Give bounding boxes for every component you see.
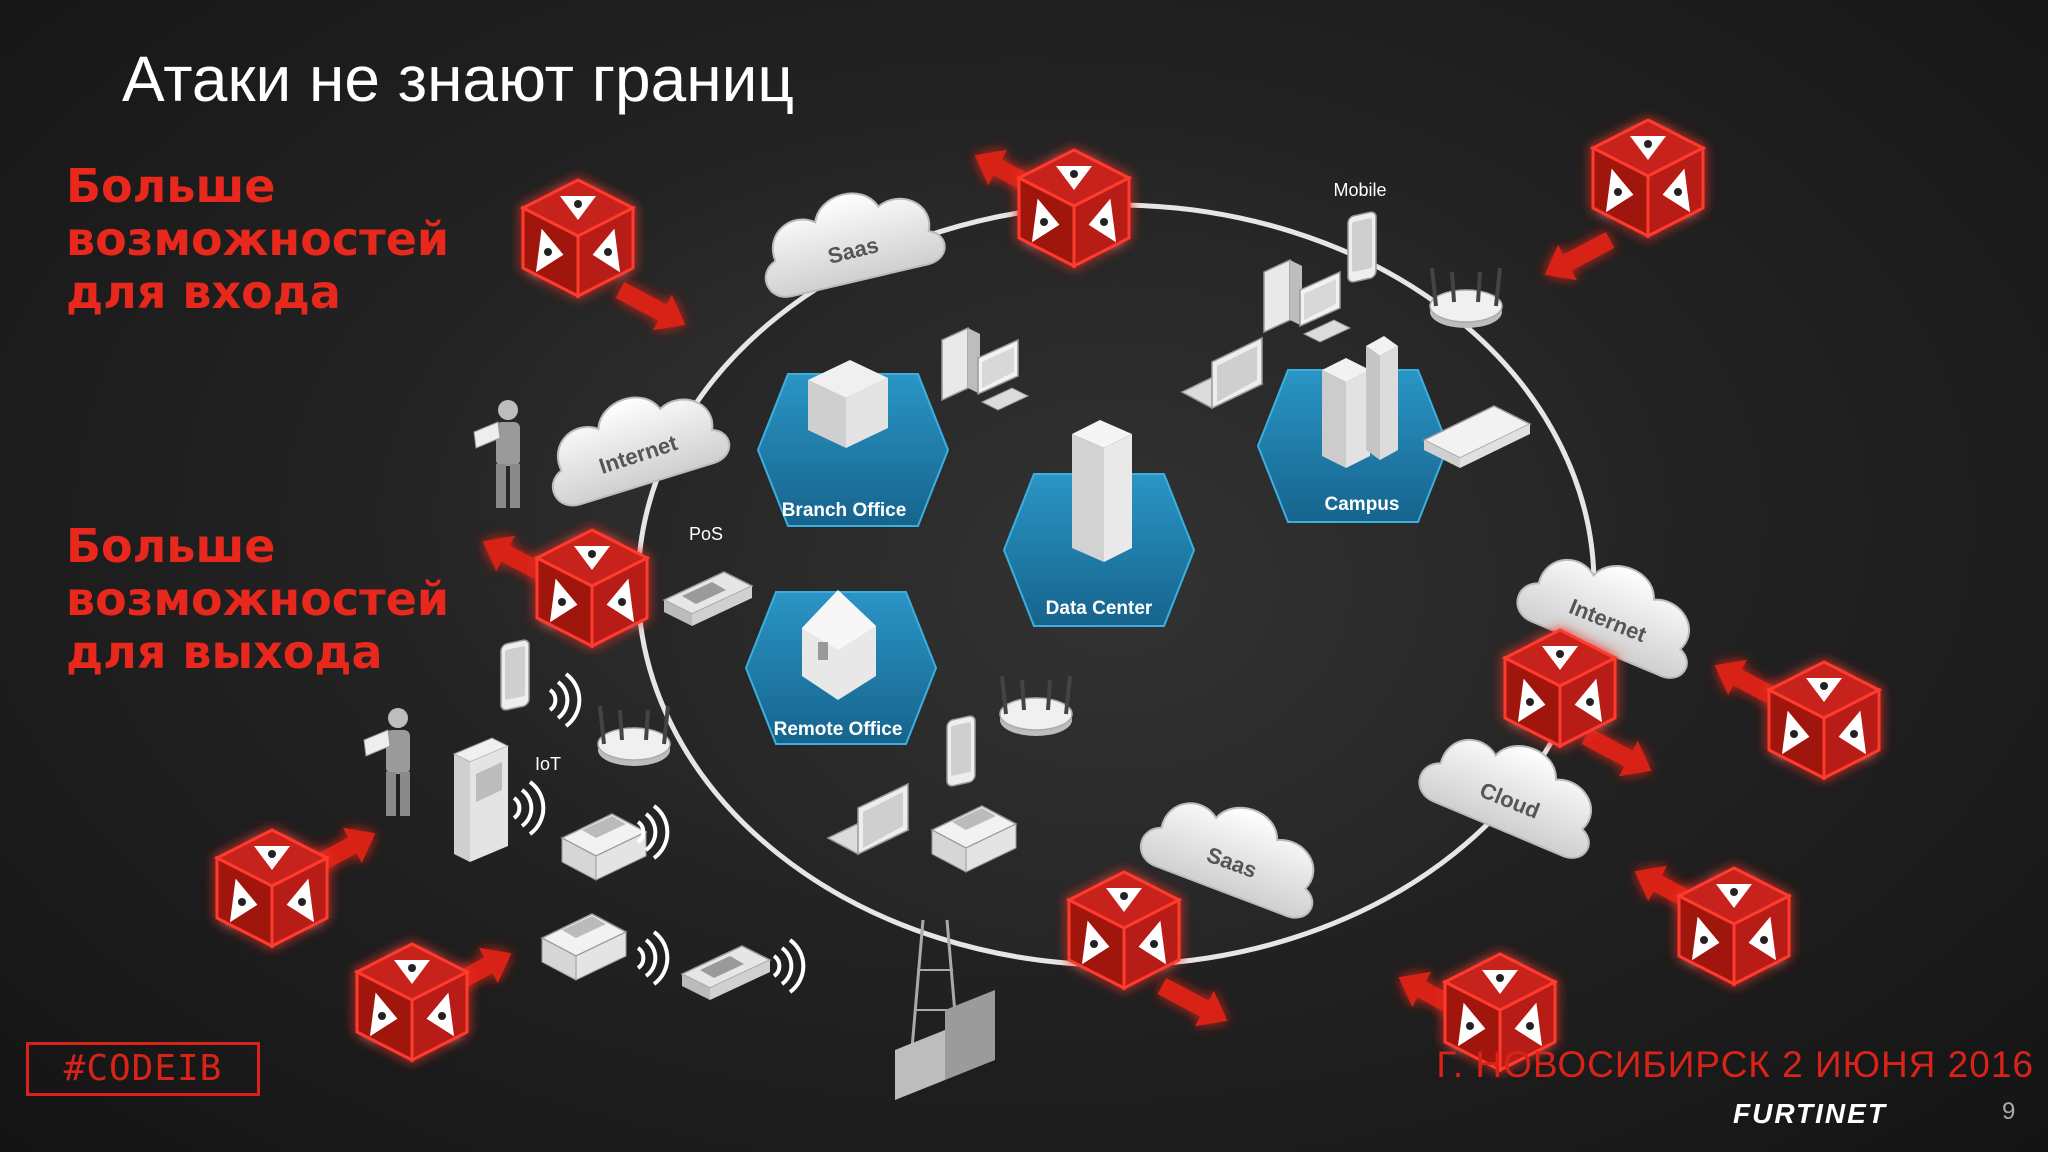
mobile-label: Mobile <box>1333 180 1386 200</box>
campus-site: Campus <box>1256 336 1450 523</box>
brand-logo: FURTINET <box>1733 1098 1887 1129</box>
printer-icon <box>561 813 647 881</box>
phone-icon <box>946 714 976 788</box>
exit-label-line-3: для выхода <box>66 625 383 679</box>
entry-label: Больше возможностей для входа <box>66 160 486 319</box>
wifi-icon <box>548 672 582 728</box>
remote-office-site: Remote Office <box>744 590 938 745</box>
entry-label-line-1: Больше <box>66 159 276 213</box>
wifi-icon <box>636 930 670 986</box>
threat-cube-icon <box>1591 118 1705 238</box>
pos-terminal-icon <box>662 571 754 626</box>
phone-icon <box>1347 210 1377 284</box>
exit-label-line-2: возможностей <box>66 572 450 626</box>
cloud-right: Cloud <box>1411 712 1616 865</box>
saas-cloud-bottom: Saas <box>1133 776 1337 924</box>
server-tower-icon <box>1072 420 1132 562</box>
building-icon <box>808 360 888 448</box>
remote-office-label: Remote Office <box>774 719 903 740</box>
person-icon <box>473 399 521 509</box>
arrow-icon <box>1535 222 1620 293</box>
event-location-date: Г. НОВОСИБИРСК 2 ИЮНЯ 2016 <box>1436 1044 2034 1085</box>
appliance-icon <box>1422 405 1532 468</box>
exit-label-line-1: Больше <box>66 519 276 573</box>
iot-label: IoT <box>535 754 561 774</box>
saas-cloud-top: Saas <box>749 172 950 305</box>
wifi-icon <box>512 780 546 836</box>
threat-cube-icon <box>535 528 649 648</box>
exit-label: Больше возможностей для выхода <box>66 520 486 679</box>
data-center-site: Data Center <box>1002 420 1196 627</box>
campus-buildings-icon <box>1322 336 1398 468</box>
branch-office-site: Branch Office <box>756 360 950 527</box>
pos-label: PoS <box>689 524 723 544</box>
data-center-label: Data Center <box>1046 598 1153 619</box>
entry-label-line-3: для входа <box>66 265 341 319</box>
slide-title: Атаки не знают границ <box>122 43 794 115</box>
printer-icon <box>541 913 627 981</box>
threat-cube-icon <box>215 828 329 948</box>
arrow-icon <box>610 272 695 343</box>
wifi-icon <box>772 938 806 994</box>
router-icon <box>596 704 672 768</box>
router-icon <box>1428 266 1504 330</box>
entry-label-line-2: возможностей <box>66 212 450 266</box>
hashtag-badge: #CODEIB <box>26 1042 260 1096</box>
threat-cube-icon <box>1767 660 1881 780</box>
house-icon <box>802 590 876 700</box>
person-icon <box>363 707 411 817</box>
branch-office-label: Branch Office <box>782 500 907 521</box>
tower-icon <box>895 919 995 1100</box>
kiosk-icon <box>452 737 510 862</box>
internet-cloud-left: Internet <box>532 371 735 514</box>
campus-label: Campus <box>1325 494 1400 515</box>
threat-cube-icon <box>1677 866 1791 986</box>
arrow-icon <box>1152 968 1237 1039</box>
threat-cube-icon <box>355 942 469 1062</box>
threat-cube-icon <box>521 178 635 298</box>
page-number: 9 <box>2002 1098 2016 1125</box>
phone-icon <box>500 638 530 712</box>
pos-terminal-icon <box>680 945 772 1000</box>
